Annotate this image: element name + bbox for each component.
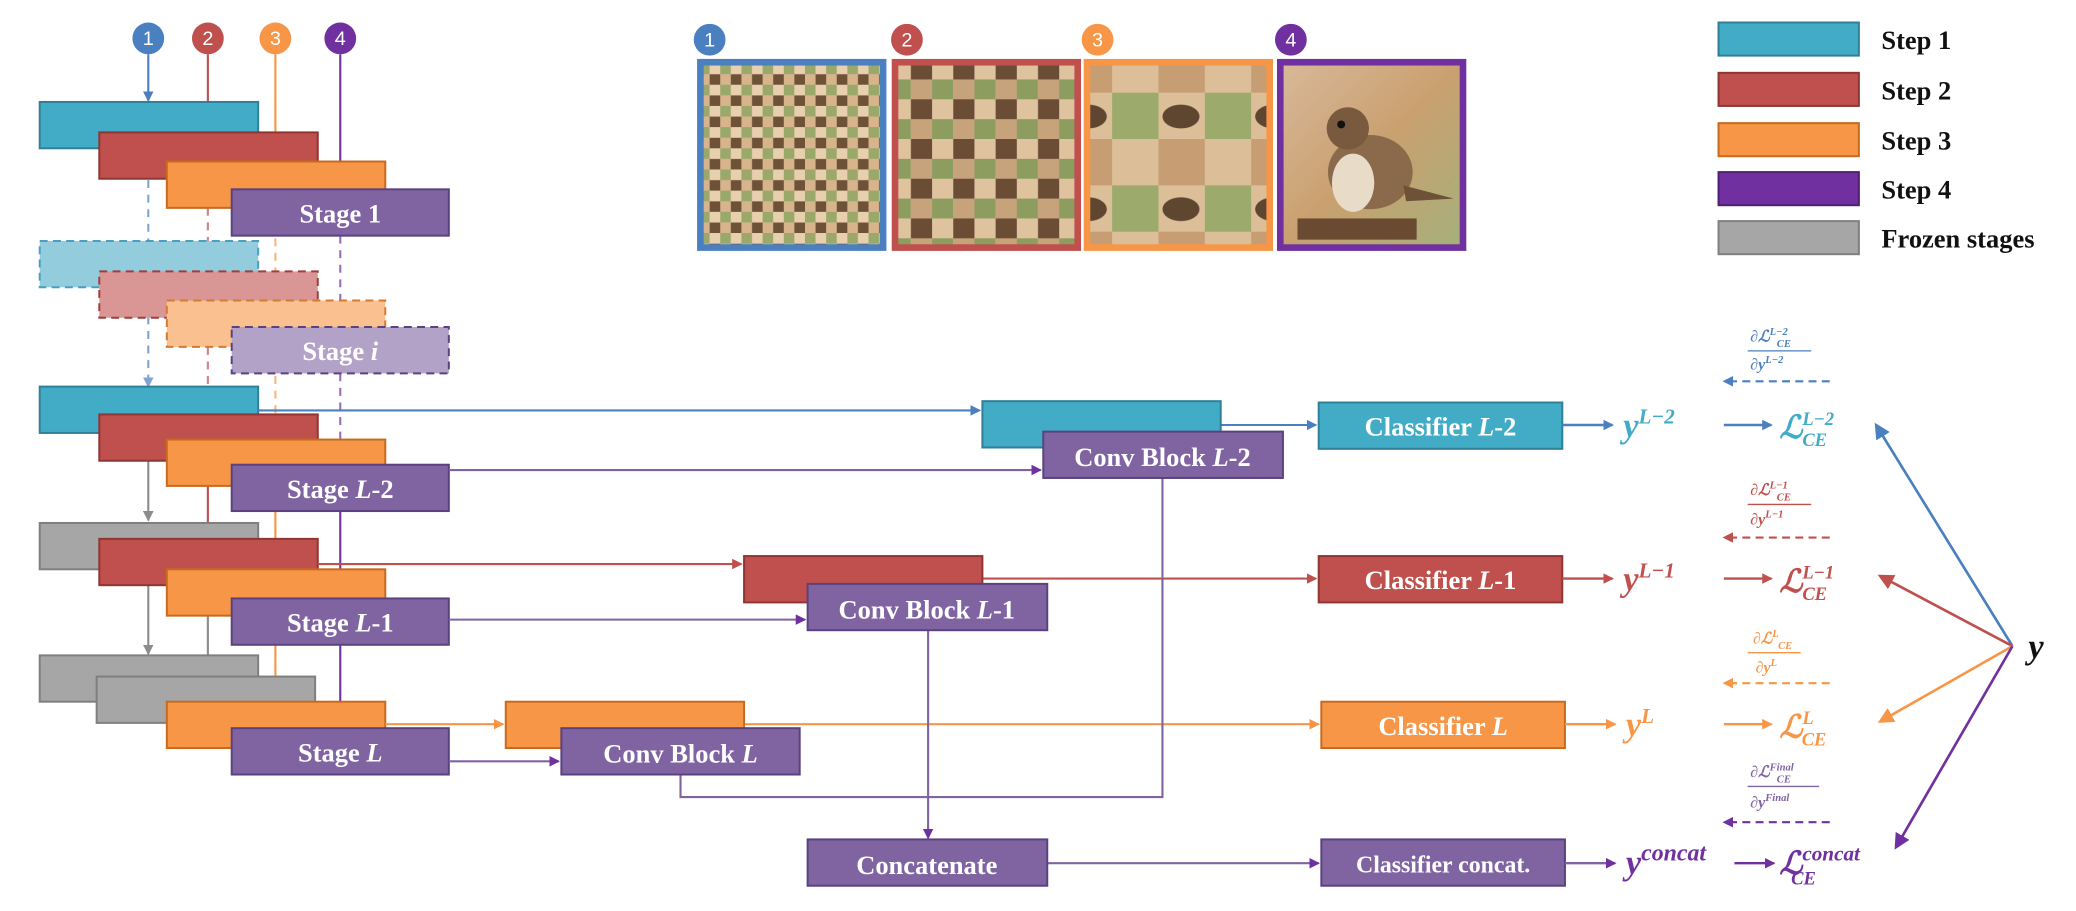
svg-text:CE: CE xyxy=(1777,492,1791,503)
classifiers: Classifier L-2 Classifier L-1 Classifier… xyxy=(1317,401,1566,887)
target-fanout xyxy=(1874,422,2014,850)
svg-text:∂ℒL: ∂ℒL xyxy=(1753,629,1779,648)
gradient-L-1: ∂ℒL−1 CE ∂yL−1 xyxy=(1722,481,1830,543)
conv-block-L-1-label: Conv Block L-1 xyxy=(839,594,1016,624)
stage-i-box xyxy=(230,326,450,375)
classifier-concat xyxy=(1320,838,1566,887)
svg-text:∂yFinal: ∂yFinal xyxy=(1750,793,1789,812)
classifier-L xyxy=(1320,700,1566,750)
stage-group-L-2: Stage L-2 xyxy=(38,385,450,513)
concatenate-label: Concatenate xyxy=(856,850,997,880)
legend-label-frozen: Frozen stages xyxy=(1881,224,2034,254)
output-y-L-2: yL−2 xyxy=(1619,405,1675,445)
conv-block-L-2 xyxy=(1042,430,1284,479)
classifier-L-2 xyxy=(1317,401,1564,450)
stage-L-1-box xyxy=(230,597,450,646)
legend-label-step1: Step 1 xyxy=(1881,25,1951,55)
gradient-L-2: ∂ℒL−2 CE ∂yL−2 xyxy=(1722,327,1830,387)
step-badge-1 xyxy=(132,22,165,55)
classifier-L-1-label: Classifier L-1 xyxy=(1365,565,1517,595)
legend-swatch-step2 xyxy=(1717,71,1860,107)
stage-L-2-label: Stage L-2 xyxy=(287,474,394,504)
step-badge-1-label: 1 xyxy=(143,28,154,50)
step-badge-3 xyxy=(259,22,292,55)
image-panel-1: 1 xyxy=(693,23,887,251)
svg-text:∂ℒL−1: ∂ℒL−1 xyxy=(1750,481,1787,500)
classifier-output-arrows xyxy=(1562,419,1617,869)
svg-text:∂yL−2: ∂yL−2 xyxy=(1750,355,1784,374)
image-panel-2: 2 xyxy=(891,23,1082,251)
svg-text:CE: CE xyxy=(1777,774,1791,785)
output-y-L: yL xyxy=(1622,704,1654,744)
step-badge-4-label: 4 xyxy=(335,28,346,50)
stage-L-label: Stage L xyxy=(298,737,383,767)
conv-blocks: Conv Block L-2 Conv Block L-1 Conv Block… xyxy=(504,400,1284,887)
legend-swatch-step3 xyxy=(1717,122,1860,158)
svg-text:∂yL−1: ∂yL−1 xyxy=(1750,510,1783,529)
legend-swatch-step4 xyxy=(1717,171,1860,207)
stage-L-box xyxy=(230,727,450,776)
step-badge-2 xyxy=(191,22,224,55)
conv-block-L-1 xyxy=(806,582,1049,632)
svg-text:∂yL: ∂yL xyxy=(1756,658,1777,677)
stage-group-L-1: Stage L-1 xyxy=(38,521,450,646)
stage-group-L: Stage L xyxy=(38,654,450,776)
conv-block-L-label: Conv Block L xyxy=(603,739,757,769)
stage-to-conv-connections xyxy=(258,405,1321,869)
image-panel-4: 4 xyxy=(1274,23,1467,251)
step-badge-3-label: 3 xyxy=(270,28,281,50)
gradient-final: ∂ℒFinal CE ∂yFinal xyxy=(1722,763,1830,828)
conv-block-L xyxy=(560,727,801,776)
svg-text:∂ℒFinal: ∂ℒFinal xyxy=(1750,763,1793,782)
output-y-L-1: yL−1 xyxy=(1619,558,1675,598)
classifier-L-label: Classifier L xyxy=(1378,711,1508,741)
image-panel-1-badge: 1 xyxy=(704,29,715,51)
classifier-concat-label: Classifier concat. xyxy=(1356,853,1530,879)
svg-text:CE: CE xyxy=(1778,641,1792,652)
conv-block-L-2-label: Conv Block L-2 xyxy=(1074,442,1251,472)
classifier-L-2-label: Classifier L-2 xyxy=(1365,412,1517,442)
output-y-concat: yconcat xyxy=(1622,841,1708,882)
output-loss-arrows xyxy=(1723,419,1776,869)
image-panels: 1 2 3 4 xyxy=(693,23,1467,251)
stage-i-label: Stage i xyxy=(302,336,378,366)
legend-swatch-frozen xyxy=(1717,220,1860,256)
legend: Step 1 Step 2 Step 3 Step 4 Frozen stage… xyxy=(1717,21,2035,256)
concatenate-box xyxy=(806,838,1049,887)
svg-text:CE: CE xyxy=(1777,339,1791,350)
legend-swatch-step1 xyxy=(1717,21,1860,57)
image-panel-4-badge: 4 xyxy=(1285,29,1296,51)
stage-L-1-label: Stage L-1 xyxy=(287,608,394,638)
step-badges-left: 1 2 3 4 xyxy=(132,22,357,55)
target-y: y xyxy=(2024,628,2044,666)
image-panel-3-badge: 3 xyxy=(1092,29,1103,51)
legend-label-step4: Step 4 xyxy=(1881,175,1951,205)
svg-text:∂ℒL−2: ∂ℒL−2 xyxy=(1750,327,1788,346)
outputs: yL−2 yL−1 yL yconcat xyxy=(1619,405,1707,882)
step-badge-4 xyxy=(324,22,357,55)
legend-label-step3: Step 3 xyxy=(1881,126,1951,156)
image-panel-2-badge: 2 xyxy=(901,29,912,51)
stage-1-box xyxy=(230,188,450,237)
step-badge-2-label: 2 xyxy=(202,28,213,50)
stage-L-2-box xyxy=(230,463,450,513)
stage-group-top: Stage 1 xyxy=(38,100,450,237)
legend-label-step2: Step 2 xyxy=(1881,75,1951,105)
stage-1-label: Stage 1 xyxy=(299,198,381,228)
gradients: ∂ℒL−2 CE ∂yL−2 ∂ℒL−1 CE ∂yL−1 ∂ℒL CE ∂yL… xyxy=(1722,327,1830,828)
image-panel-3: 3 xyxy=(1081,23,1274,251)
stage-group-i: Stage i xyxy=(38,239,450,375)
gradient-L: ∂ℒL CE ∂yL xyxy=(1722,629,1830,689)
